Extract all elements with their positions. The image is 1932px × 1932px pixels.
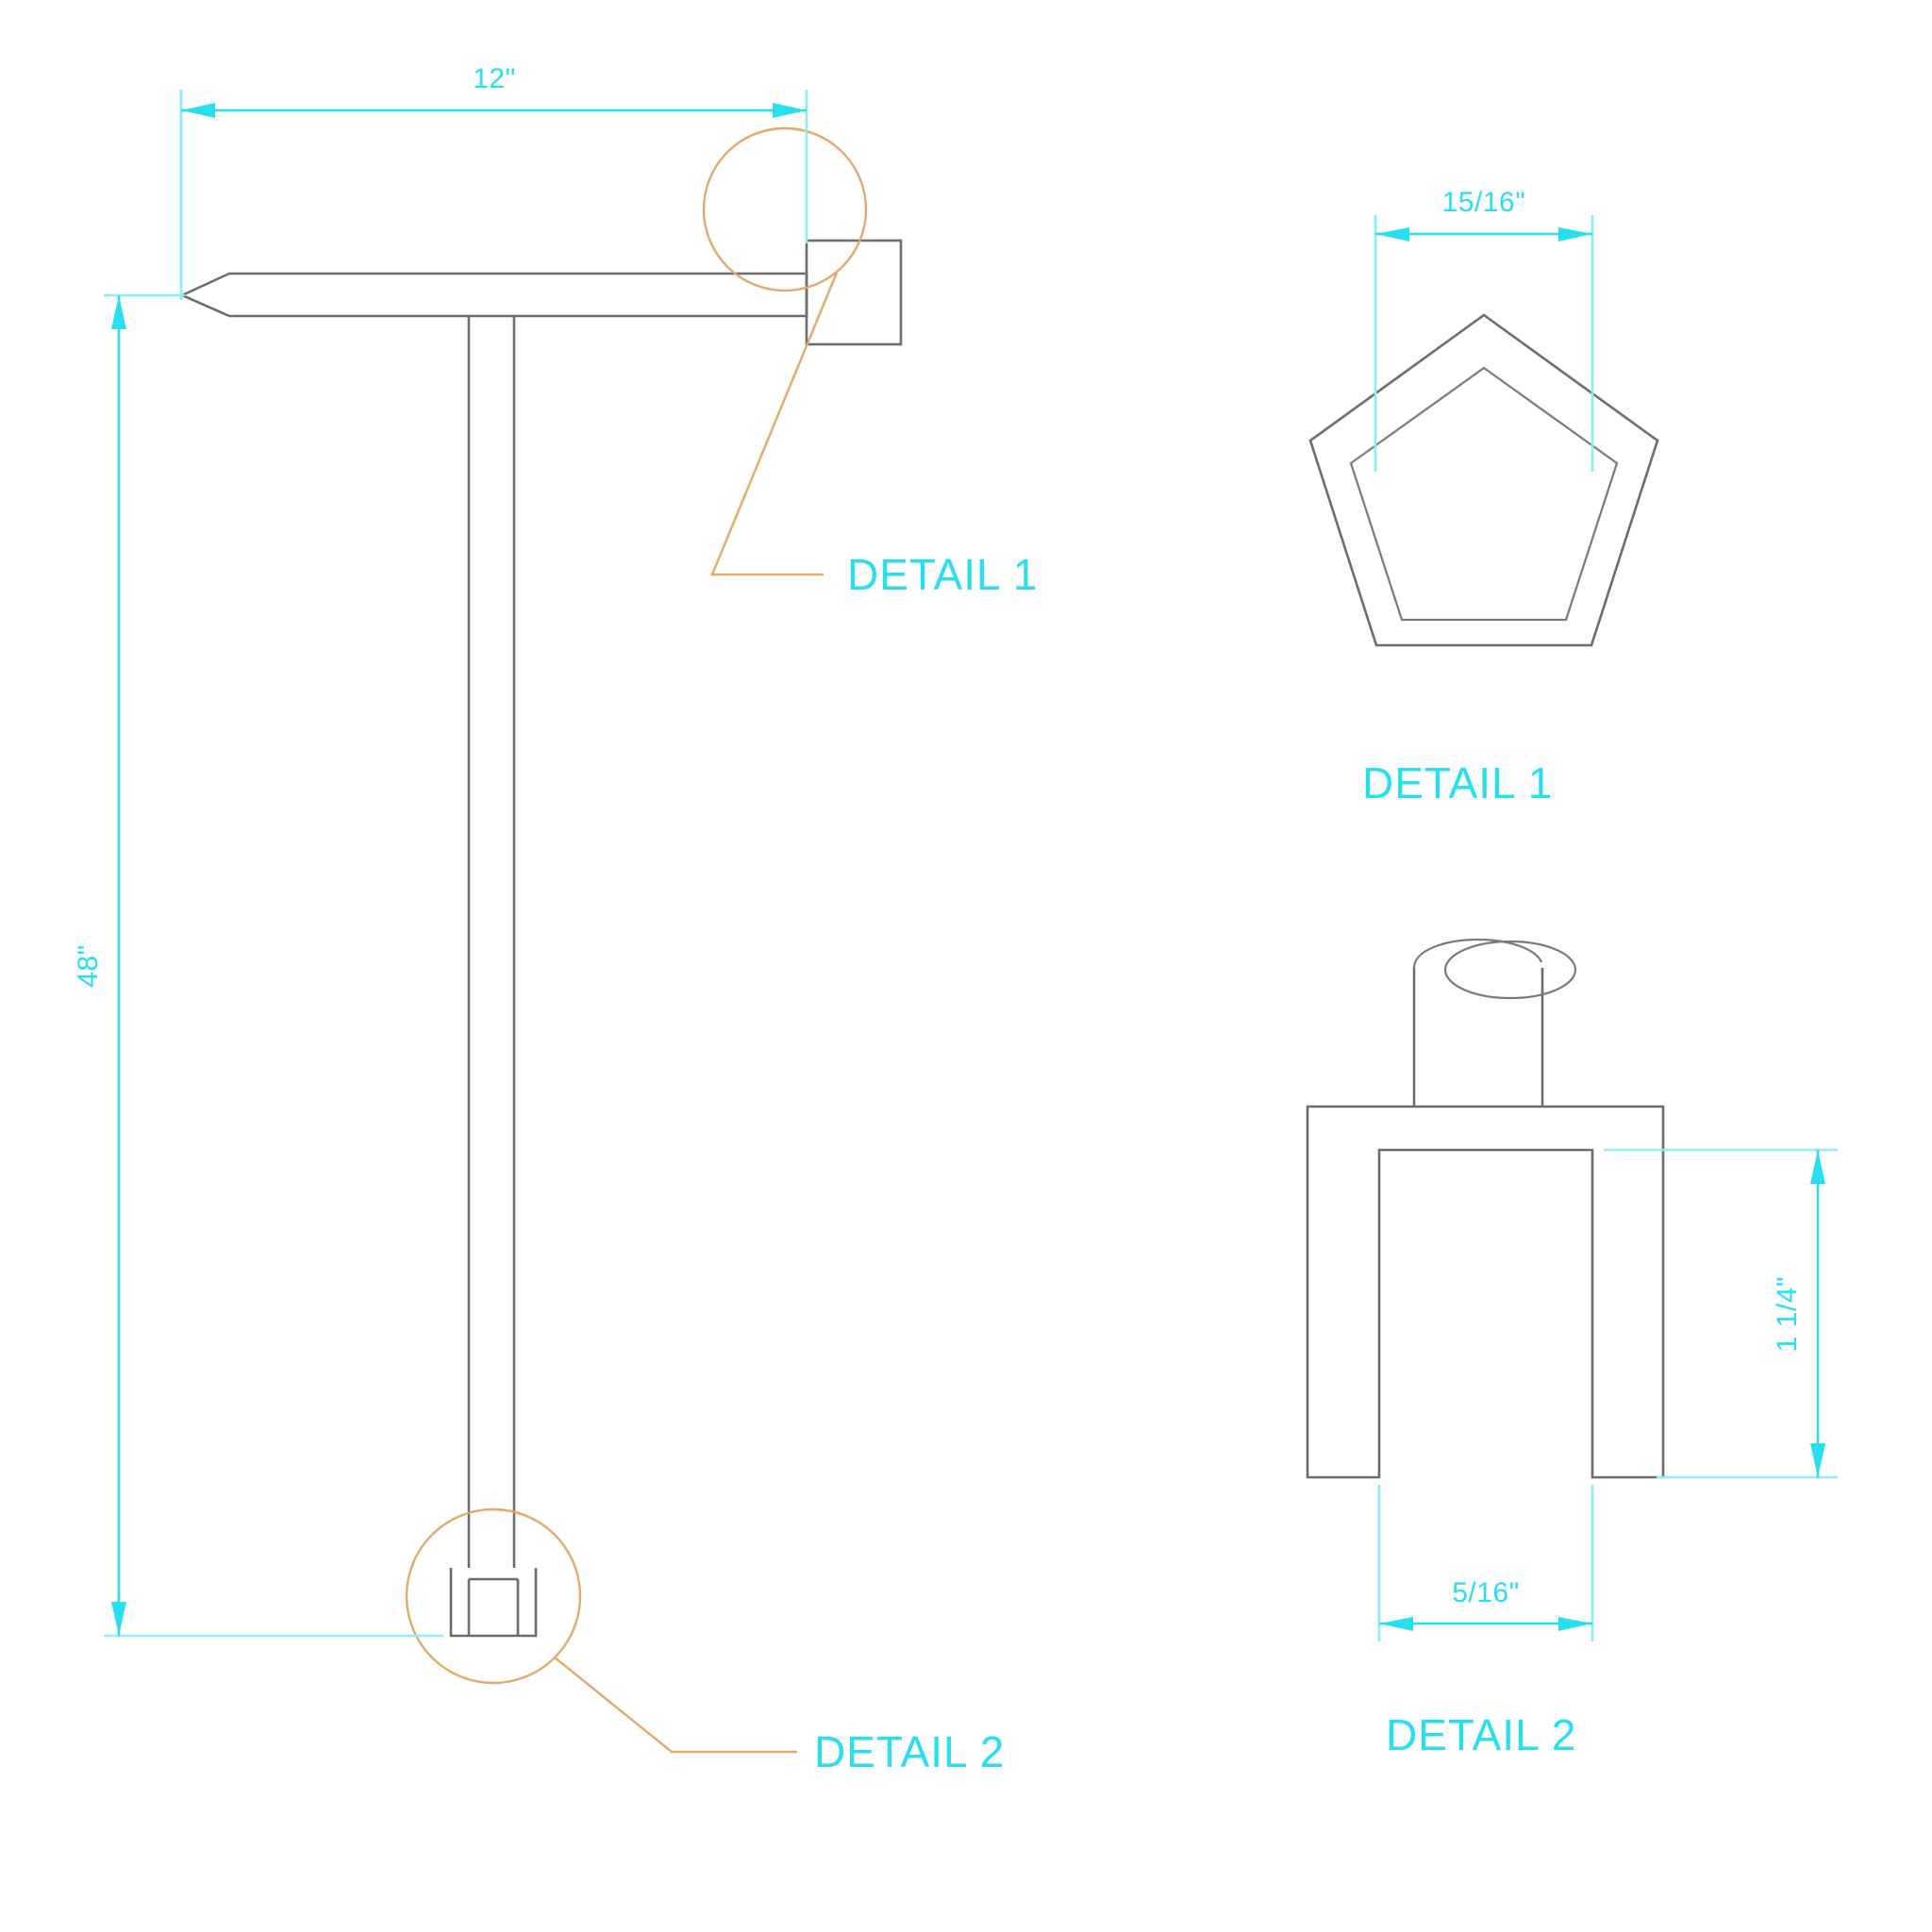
dim-5-16-text: 5/16"	[1452, 1577, 1520, 1608]
detail-1-callout-label: DETAIL 1	[847, 550, 1038, 599]
detail-2-callout-label: DETAIL 2	[814, 1727, 1005, 1776]
dim-5-16-arrow-left	[1379, 1617, 1413, 1631]
detail-2-view: 1 1/4" 5/16" DETAIL 2	[1306, 938, 1838, 1759]
detail-1-leader-line	[710, 272, 839, 576]
dimension-1-1-4in: 1 1/4"	[1604, 1148, 1838, 1479]
dim-1-1-4-arrow-top	[1810, 1150, 1825, 1184]
square-head	[805, 239, 903, 346]
u-bracket-foot-outer	[449, 1568, 538, 1638]
pentagon-inner-bore	[1349, 366, 1619, 622]
dimension-48in: 48"	[73, 293, 443, 1638]
dim-12in-arrow-left	[181, 103, 215, 118]
dim-15-16-text: 15/16"	[1442, 187, 1526, 218]
dim-12in-text: 12"	[473, 63, 516, 94]
detail-2-view-title: DETAIL 2	[1386, 1710, 1576, 1759]
dimension-12in: 12"	[179, 63, 808, 300]
detail-1-marker-circle[interactable]	[702, 126, 868, 292]
bracket-outer-profile	[1306, 1105, 1665, 1479]
main-elevation-view: DETAIL 1 DETAIL 2 12" 48"	[73, 63, 1038, 1776]
dim-5-16-arrow-right	[1558, 1617, 1592, 1631]
detail-1-view-title: DETAIL 1	[1362, 758, 1553, 808]
dim-12in-arrow-right	[773, 103, 807, 118]
rod-top-ellipse	[1443, 940, 1577, 1000]
dim-1-1-4-arrow-bottom	[1810, 1443, 1825, 1477]
detail-2-leader-line	[554, 1657, 797, 1754]
rod-top-back-arc	[1412, 938, 1543, 969]
dim-15-16-arrow-right	[1558, 227, 1592, 242]
cross-bar-outline	[178, 272, 808, 318]
dim-48in-arrow-top	[111, 295, 126, 329]
dim-1-1-4-text: 1 1/4"	[1772, 1276, 1803, 1352]
dim-48in-arrow-bottom	[111, 1602, 126, 1636]
dim-15-16-arrow-left	[1375, 227, 1409, 242]
pentagon-outer-profile	[1308, 313, 1659, 647]
u-bracket-foot-inner	[467, 1577, 520, 1636]
dimension-5-16in: 5/16"	[1377, 1485, 1594, 1641]
detail-1-view: 15/16" DETAIL 1	[1308, 187, 1659, 808]
dimension-15-16in: 15/16"	[1374, 187, 1594, 472]
detail-2-marker-circle[interactable]	[405, 1507, 582, 1685]
dim-48in-text: 48"	[73, 944, 104, 988]
